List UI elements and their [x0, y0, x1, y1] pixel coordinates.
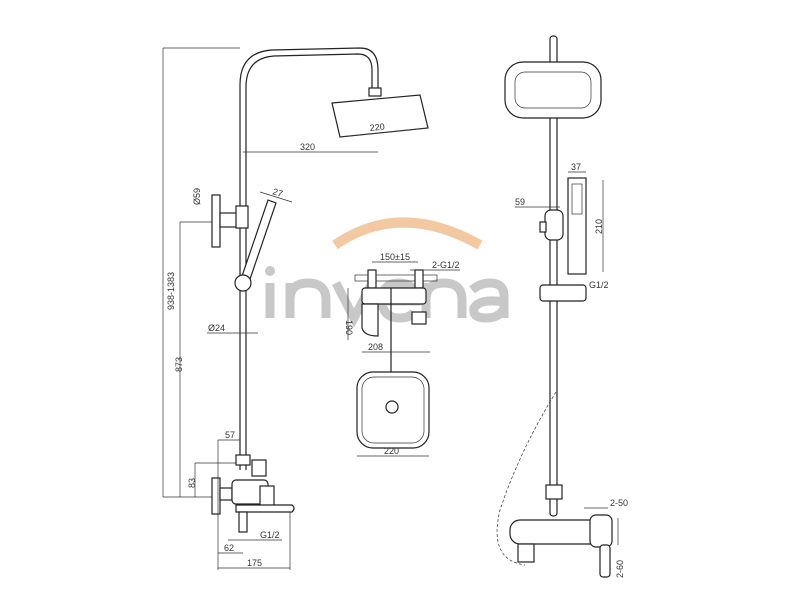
dim-mixer-depth: 57 — [225, 430, 235, 440]
dim-mixer-height: 190 — [344, 320, 354, 335]
mixer-handle — [361, 303, 379, 337]
bath-spout — [235, 504, 295, 513]
mixer-eccentric — [219, 487, 233, 501]
dim-mixer-width: 208 — [368, 342, 383, 352]
dim-spout-length: 175 — [247, 558, 262, 568]
diverter-connector — [235, 454, 251, 466]
dim-outlet-height: 873 — [174, 357, 184, 372]
escutcheon-front — [589, 514, 613, 548]
dim-hose-thread: G1/2 — [589, 280, 609, 290]
dim-head-width: 220 — [384, 446, 399, 456]
hand-shower-front — [567, 177, 587, 275]
riser-pipe-outer — [239, 47, 379, 470]
riser-pipe-inner — [245, 53, 373, 470]
hand-shower-nozzles — [571, 183, 583, 215]
dim-hand-shower-length: 210 — [594, 219, 604, 234]
invena-watermark-logo — [265, 217, 509, 328]
dim-escutcheon-depth: 2-50 — [610, 498, 628, 508]
head-connector — [368, 87, 382, 97]
wall-bracket-front — [544, 209, 564, 241]
dim-flange-diameter: Ø59 — [192, 188, 202, 205]
dim-head-size: 220 — [369, 121, 385, 133]
dim-line-220 — [339, 127, 429, 138]
bracket-knob — [539, 221, 547, 233]
wall-bracket-arm — [219, 212, 239, 228]
wall-flanges — [354, 274, 438, 282]
inlet-right — [414, 269, 424, 289]
watermark-letter-i-dot — [265, 266, 275, 276]
dim-inlet-threads: 2-G1/2 — [432, 260, 460, 270]
slide-bracket — [235, 205, 249, 229]
mixer-wall-flange — [211, 477, 221, 515]
slide-holder-front — [539, 284, 587, 302]
dim-pipe-diameter: Ø24 — [208, 323, 225, 333]
dim-escutcheon-height: 2-60 — [615, 560, 625, 578]
watermark-letter-a — [469, 278, 509, 323]
dim-overall-height: 938-1383 — [166, 272, 176, 310]
wall-flange — [211, 194, 221, 248]
dim-inlet-thread: G1/2 — [260, 530, 280, 540]
diverter-front — [545, 484, 563, 500]
dim-bracket-offset: 59 — [515, 197, 525, 207]
rain-head-front — [504, 61, 602, 119]
front-view: 37 210 59 G1/2 2-50 2-60 — [496, 35, 628, 578]
spout-end — [411, 311, 427, 325]
watermark-letter-n2 — [421, 278, 467, 318]
dim-arm-reach: 320 — [300, 142, 315, 152]
lever-front — [599, 544, 611, 578]
watermark-letter-n — [285, 278, 331, 318]
shower-hose — [496, 391, 557, 566]
dim-spout-offset: 62 — [224, 543, 234, 553]
dim-line-27 — [259, 191, 293, 203]
top-view: 150±15 2-G1/2 190 208 220 — [344, 252, 460, 457]
dim-mixer-offset: 83 — [187, 478, 197, 488]
dim-inlet-spacing: 150±15 — [380, 252, 410, 262]
nozzle-area — [514, 71, 592, 109]
diverter-knob — [251, 459, 267, 477]
spout-outlet — [238, 511, 248, 533]
inlet-left — [367, 269, 377, 289]
rain-head-inner — [361, 376, 425, 444]
riser-front — [549, 35, 558, 517]
spout-outlet-front — [517, 543, 535, 563]
dim-hand-shower-width: 37 — [571, 162, 581, 172]
hand-shower-holder-ball — [234, 274, 252, 292]
dim-hand-shower-diameter: 27 — [271, 186, 284, 199]
watermark-arc — [332, 217, 483, 250]
mixer-top-body — [361, 287, 427, 305]
head-connector-top — [385, 400, 399, 414]
side-view: 320 220 938-1383 873 83 Ø59 27 Ø24 57 G — [162, 47, 429, 570]
rain-shower-head — [331, 94, 429, 138]
